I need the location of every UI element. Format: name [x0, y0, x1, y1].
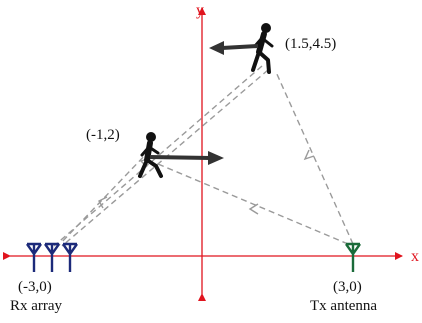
antenna-array-icon	[26, 242, 78, 272]
y-axis-label: y	[196, 2, 204, 19]
arrow-lower-rx	[98, 196, 108, 209]
walking-person-icon	[138, 132, 163, 178]
path-lower-walker-to-rx	[57, 149, 151, 247]
arrow-tx-lower	[248, 203, 259, 215]
path-tx-to-upper-walker	[275, 71, 354, 245]
tx-coordinate: (3,0)	[333, 279, 362, 295]
path-upper-walker-to-rx-a	[53, 65, 263, 247]
walker-upper-coordinate: (1.5,4.5)	[285, 36, 336, 52]
walker-upper	[209, 23, 274, 74]
rx-caption: Rx array	[10, 298, 63, 314]
tx-caption: Tx antenna	[310, 298, 377, 314]
x-axis-label: x	[411, 248, 419, 265]
motion-arrow-right	[149, 151, 224, 165]
path-tx-to-lower-walker	[157, 163, 349, 245]
antenna-icon	[345, 242, 361, 272]
arrow-tx-upper	[303, 149, 315, 161]
walker-lower-coordinate: (-1,2)	[86, 127, 120, 143]
rx-array	[26, 242, 78, 272]
rx-coordinate: (-3,0)	[18, 279, 52, 295]
walker-lower	[138, 132, 224, 178]
motion-arrow-left	[209, 41, 259, 55]
walking-person-icon	[251, 23, 274, 74]
coordinate-axes: x y	[3, 2, 419, 301]
